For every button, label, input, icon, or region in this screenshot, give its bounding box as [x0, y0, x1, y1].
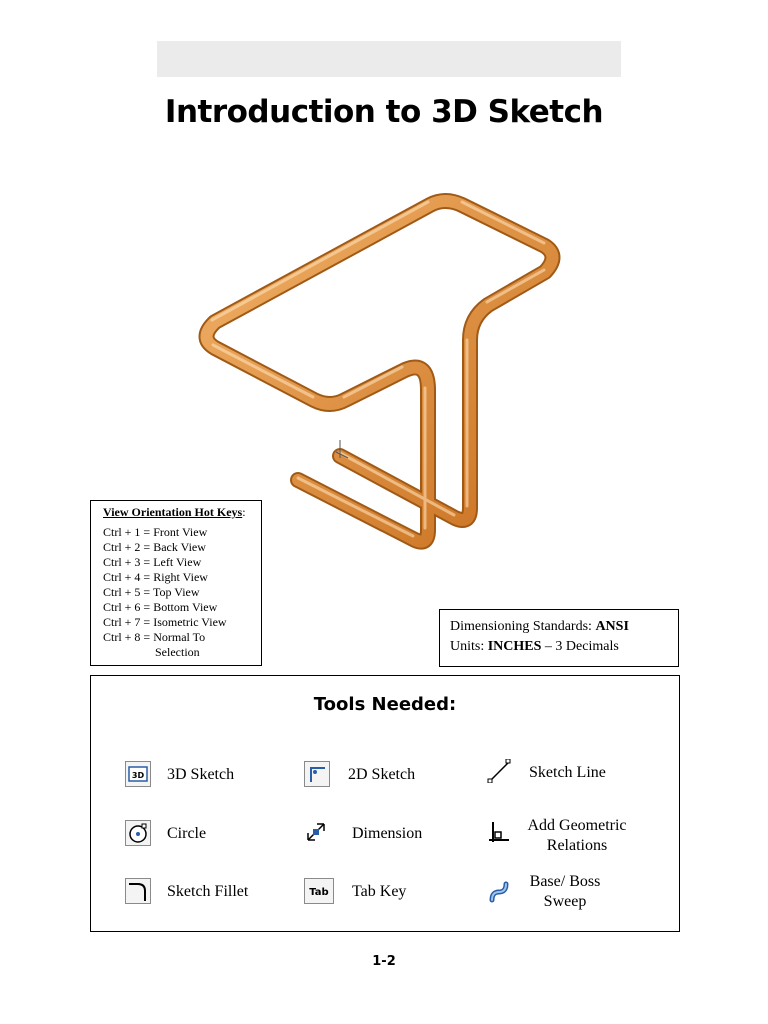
tool-label-line1: Add Geometric: [527, 817, 627, 834]
tool-label: Tab Key: [352, 883, 407, 900]
standards-box: Dimensioning Standards: ANSI Units: INCH…: [439, 609, 679, 667]
hotkey-line: Ctrl + 8 = Normal To: [103, 630, 206, 644]
hotkey-line: Ctrl + 5 = Top View: [103, 585, 200, 599]
geometric-relations-icon: [487, 820, 513, 846]
origin-marker-icon: [335, 440, 349, 459]
sweep-icon: [487, 880, 513, 906]
tool-label: Sketch Line: [529, 764, 606, 781]
tool-label: 3D Sketch: [167, 766, 235, 783]
2d-sketch-icon: [304, 761, 330, 787]
units-value: INCHES: [487, 639, 542, 654]
tool-label: Add Geometric Relations: [517, 816, 637, 856]
hotkeys-box: View Orientation Hot Keys: Ctrl + 1 = Fr…: [90, 500, 262, 666]
dimensioning-value: ANSI: [595, 619, 629, 634]
tools-needed-box: Tools Needed: 3D 3D Sketch 2D Sketch Ske…: [90, 675, 680, 932]
hotkey-line: Ctrl + 7 = Isometric View: [103, 615, 227, 629]
hotkey-line: Ctrl + 2 = Back View: [103, 540, 206, 554]
sketch-line-icon: [487, 759, 513, 785]
units-standard: Units: INCHES – 3 Decimals: [450, 637, 678, 657]
hotkey-line: Ctrl + 4 = Right View: [103, 570, 208, 584]
header-bar: [157, 41, 621, 77]
page-title: Introduction to 3D Sketch: [164, 94, 604, 130]
tool-label: Sketch Fillet: [167, 883, 249, 900]
tools-title: Tools Needed:: [313, 694, 457, 715]
sketch-fillet-icon: [125, 878, 151, 904]
tool-label-line1: Base/ Boss: [529, 873, 601, 890]
tab-key-icon: Tab: [304, 878, 334, 904]
units-suffix: – 3 Decimals: [541, 639, 619, 654]
hotkeys-title-colon: :: [242, 505, 246, 519]
hotkey-line-continuation: Selection: [155, 645, 200, 659]
hotkeys-title: View Orientation Hot Keys: [103, 505, 243, 519]
tool-label: Dimension: [352, 825, 423, 842]
svg-text:Tab: Tab: [309, 887, 328, 898]
tool-label-line2: Relations: [546, 837, 608, 854]
dimensioning-label: Dimensioning Standards:: [450, 619, 596, 634]
tool-label: Circle: [167, 825, 207, 842]
tool-label: 2D Sketch: [348, 766, 416, 783]
hotkey-line: Ctrl + 1 = Front View: [103, 525, 208, 539]
units-label: Units:: [450, 639, 488, 654]
tube-sketch-illustration: [198, 193, 561, 550]
tool-label-line2: Sweep: [543, 893, 587, 910]
hotkeys-heading: View Orientation Hot Keys:: [103, 505, 261, 520]
dimensioning-standard: Dimensioning Standards: ANSI: [450, 617, 678, 637]
tool-label: Base/ Boss Sweep: [505, 872, 625, 912]
circle-icon: [125, 820, 151, 846]
page-number: 1-2: [372, 954, 396, 969]
hotkey-line: Ctrl + 3 = Left View: [103, 555, 202, 569]
hotkey-line: Ctrl + 6 = Bottom View: [103, 600, 218, 614]
3d-sketch-icon: 3D: [125, 761, 151, 787]
dimension-icon: [304, 820, 330, 846]
svg-text:3D: 3D: [132, 771, 145, 780]
